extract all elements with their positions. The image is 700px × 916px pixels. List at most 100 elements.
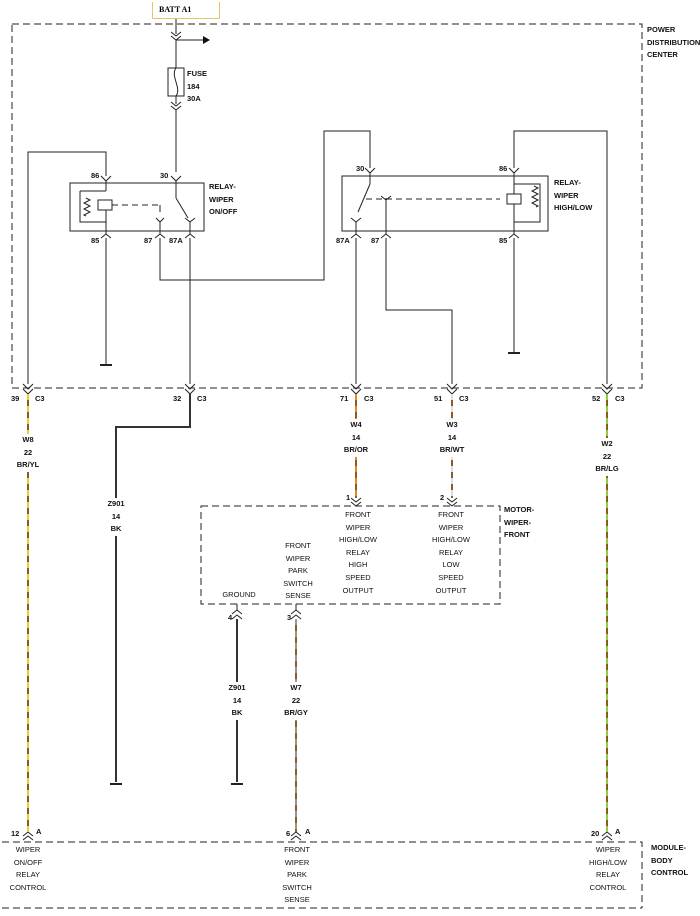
wire-label-line: BR/WT [439, 445, 465, 455]
motor-park-text: FRONT WIPER PARK SWITCH SENSE [283, 540, 313, 603]
relay1-pin85: 85 [91, 236, 100, 245]
fuse-label-line: FUSE [187, 69, 208, 78]
fuse-label-line: 184 [187, 81, 200, 91]
bcm-pin6-conn: A [305, 827, 311, 836]
relay2-pin85: 85 [499, 236, 508, 245]
conn-32-c3: C3 [197, 394, 207, 403]
motor-text-line: WIPER [285, 553, 311, 563]
wire-label-line: 14 [232, 695, 242, 705]
motor-text-line: SPEED [438, 572, 464, 582]
pdc-boundary [11, 23, 643, 389]
pdc-label-line: POWER [647, 25, 676, 34]
bcm-pin20-conn: A [615, 827, 621, 836]
conn-32-pin: 32 [173, 394, 182, 403]
bcm-text-line: SWITCH [282, 882, 312, 892]
motor-high-speed-text: FRONT WIPER HIGH/LOW RELAY HIGH SPEED OU… [339, 509, 377, 597]
relay-label-line: RELAY- [209, 182, 236, 191]
conn-71-c3: C3 [364, 394, 374, 403]
relay-label-line: WIPER [209, 194, 234, 204]
relay1-pin86: 86 [91, 171, 100, 180]
motor-text-line: FRONT [285, 541, 311, 550]
bcm-boundary [2, 841, 643, 908]
motor-label-line: MOTOR- [504, 505, 535, 514]
bcm-onoff-text: WIPER ON/OFF RELAY CONTROL [10, 844, 47, 894]
motor-text-line: OUTPUT [342, 585, 374, 595]
wire-w8-label: W8 22 BR/YL [16, 434, 40, 472]
motor-text-line: HIGH/LOW [432, 535, 470, 545]
bcm-text-line: HIGH/LOW [589, 857, 627, 867]
bcm-text-line: RELAY [595, 870, 621, 880]
wire-label-line: 22 [23, 447, 33, 457]
wire-w2-label: W2 22 BR/LG [595, 438, 619, 476]
wire-label-line: W8 [22, 435, 34, 444]
conn-52-c3: C3 [615, 394, 625, 403]
bcm-text-line: ON/OFF [13, 857, 43, 867]
conn-71-pin: 71 [340, 394, 349, 403]
bcm-text-line: WIPER [15, 845, 41, 854]
bcm-pin12-conn: A [36, 827, 42, 836]
relay1-pin87a: 87A [169, 236, 183, 245]
motor-text-line: WIPER [438, 522, 464, 532]
motor-text-line: RELAY [438, 547, 464, 557]
conn-39-c3: C3 [35, 394, 45, 403]
battery-label: BATT A1 [152, 2, 220, 19]
wire-label-line: W4 [350, 420, 362, 429]
wire-label-line: BR/GY [284, 708, 308, 718]
relay2-pin30: 30 [356, 164, 365, 173]
feed-arrow-icon [203, 36, 210, 44]
motor-text-line: HIGH/LOW [339, 535, 377, 545]
wire-label-line: BR/OR [343, 445, 369, 455]
pdc-label-line: DISTRIBUTION [647, 37, 700, 47]
bcm-text-line: CONTROL [9, 882, 47, 892]
wire-w7-label: W7 22 BR/GY [284, 682, 308, 720]
bcm-label: MODULE- BODY CONTROL [651, 842, 688, 880]
bcm-text-line: WIPER [284, 857, 310, 867]
wire-label-line: BK [231, 708, 243, 718]
wire-label-line: 22 [291, 695, 301, 705]
relay1-pin30: 30 [160, 171, 169, 180]
motor-text-line: PARK [288, 566, 308, 576]
relay-label-line: WIPER [554, 190, 579, 200]
fuse-label-line: 30A [187, 94, 201, 104]
motor-boundary [200, 505, 501, 605]
bcm-label-line: BODY [651, 855, 673, 865]
bcm-pin6: 6 [286, 829, 291, 838]
motor-ground-text: GROUND [222, 590, 256, 599]
bcm-label-line: MODULE- [651, 843, 686, 852]
pdc-label: POWER DISTRIBUTION CENTER [647, 24, 700, 62]
motor-label: MOTOR- WIPER- FRONT [504, 504, 534, 542]
bcm-pin20: 20 [591, 829, 600, 838]
motor-text-line: SENSE [285, 591, 311, 601]
wire-label-line: W3 [446, 420, 458, 429]
motor-text-line: SWITCH [283, 578, 313, 588]
wire-label-line: 14 [111, 511, 121, 521]
relay-on-off-box [69, 182, 205, 232]
bcm-text-line: CONTROL [589, 882, 627, 892]
motor-text-line: FRONT [438, 510, 464, 519]
bcm-text-line: FRONT [284, 845, 310, 854]
motor-text-line: SPEED [345, 572, 371, 582]
bcm-pin12: 12 [11, 829, 20, 838]
conn-52-pin: 52 [592, 394, 601, 403]
motor-pin2: 2 [440, 493, 445, 502]
relay-high-low-label: RELAY- WIPER HIGH/LOW [554, 177, 592, 215]
motor-text-line: RELAY [345, 547, 371, 557]
relay1-pin87: 87 [144, 236, 153, 245]
conn-51-c3: C3 [459, 394, 469, 403]
pdc-label-line: CENTER [647, 50, 678, 60]
wire-label-line: W7 [290, 683, 302, 692]
wire-z901b-label: Z901 14 BK [228, 682, 246, 720]
wire-w3-label: W3 14 BR/WT [439, 419, 465, 457]
bcm-highlow-text: WIPER HIGH/LOW RELAY CONTROL [589, 844, 627, 894]
wire-label-line: 14 [447, 432, 457, 442]
wire-label-line: Z901 [107, 499, 125, 508]
wire-label-line: BR/LG [595, 464, 619, 474]
bcm-text-line: SENSE [284, 895, 310, 905]
motor-text-line: FRONT [345, 510, 371, 519]
motor-text-line: OUTPUT [435, 585, 467, 595]
bcm-park-text: FRONT WIPER PARK SWITCH SENSE [282, 844, 312, 907]
relay-label-line: RELAY- [554, 178, 581, 187]
wire-label-line: 22 [602, 451, 612, 461]
conn-51-pin: 51 [434, 394, 443, 403]
